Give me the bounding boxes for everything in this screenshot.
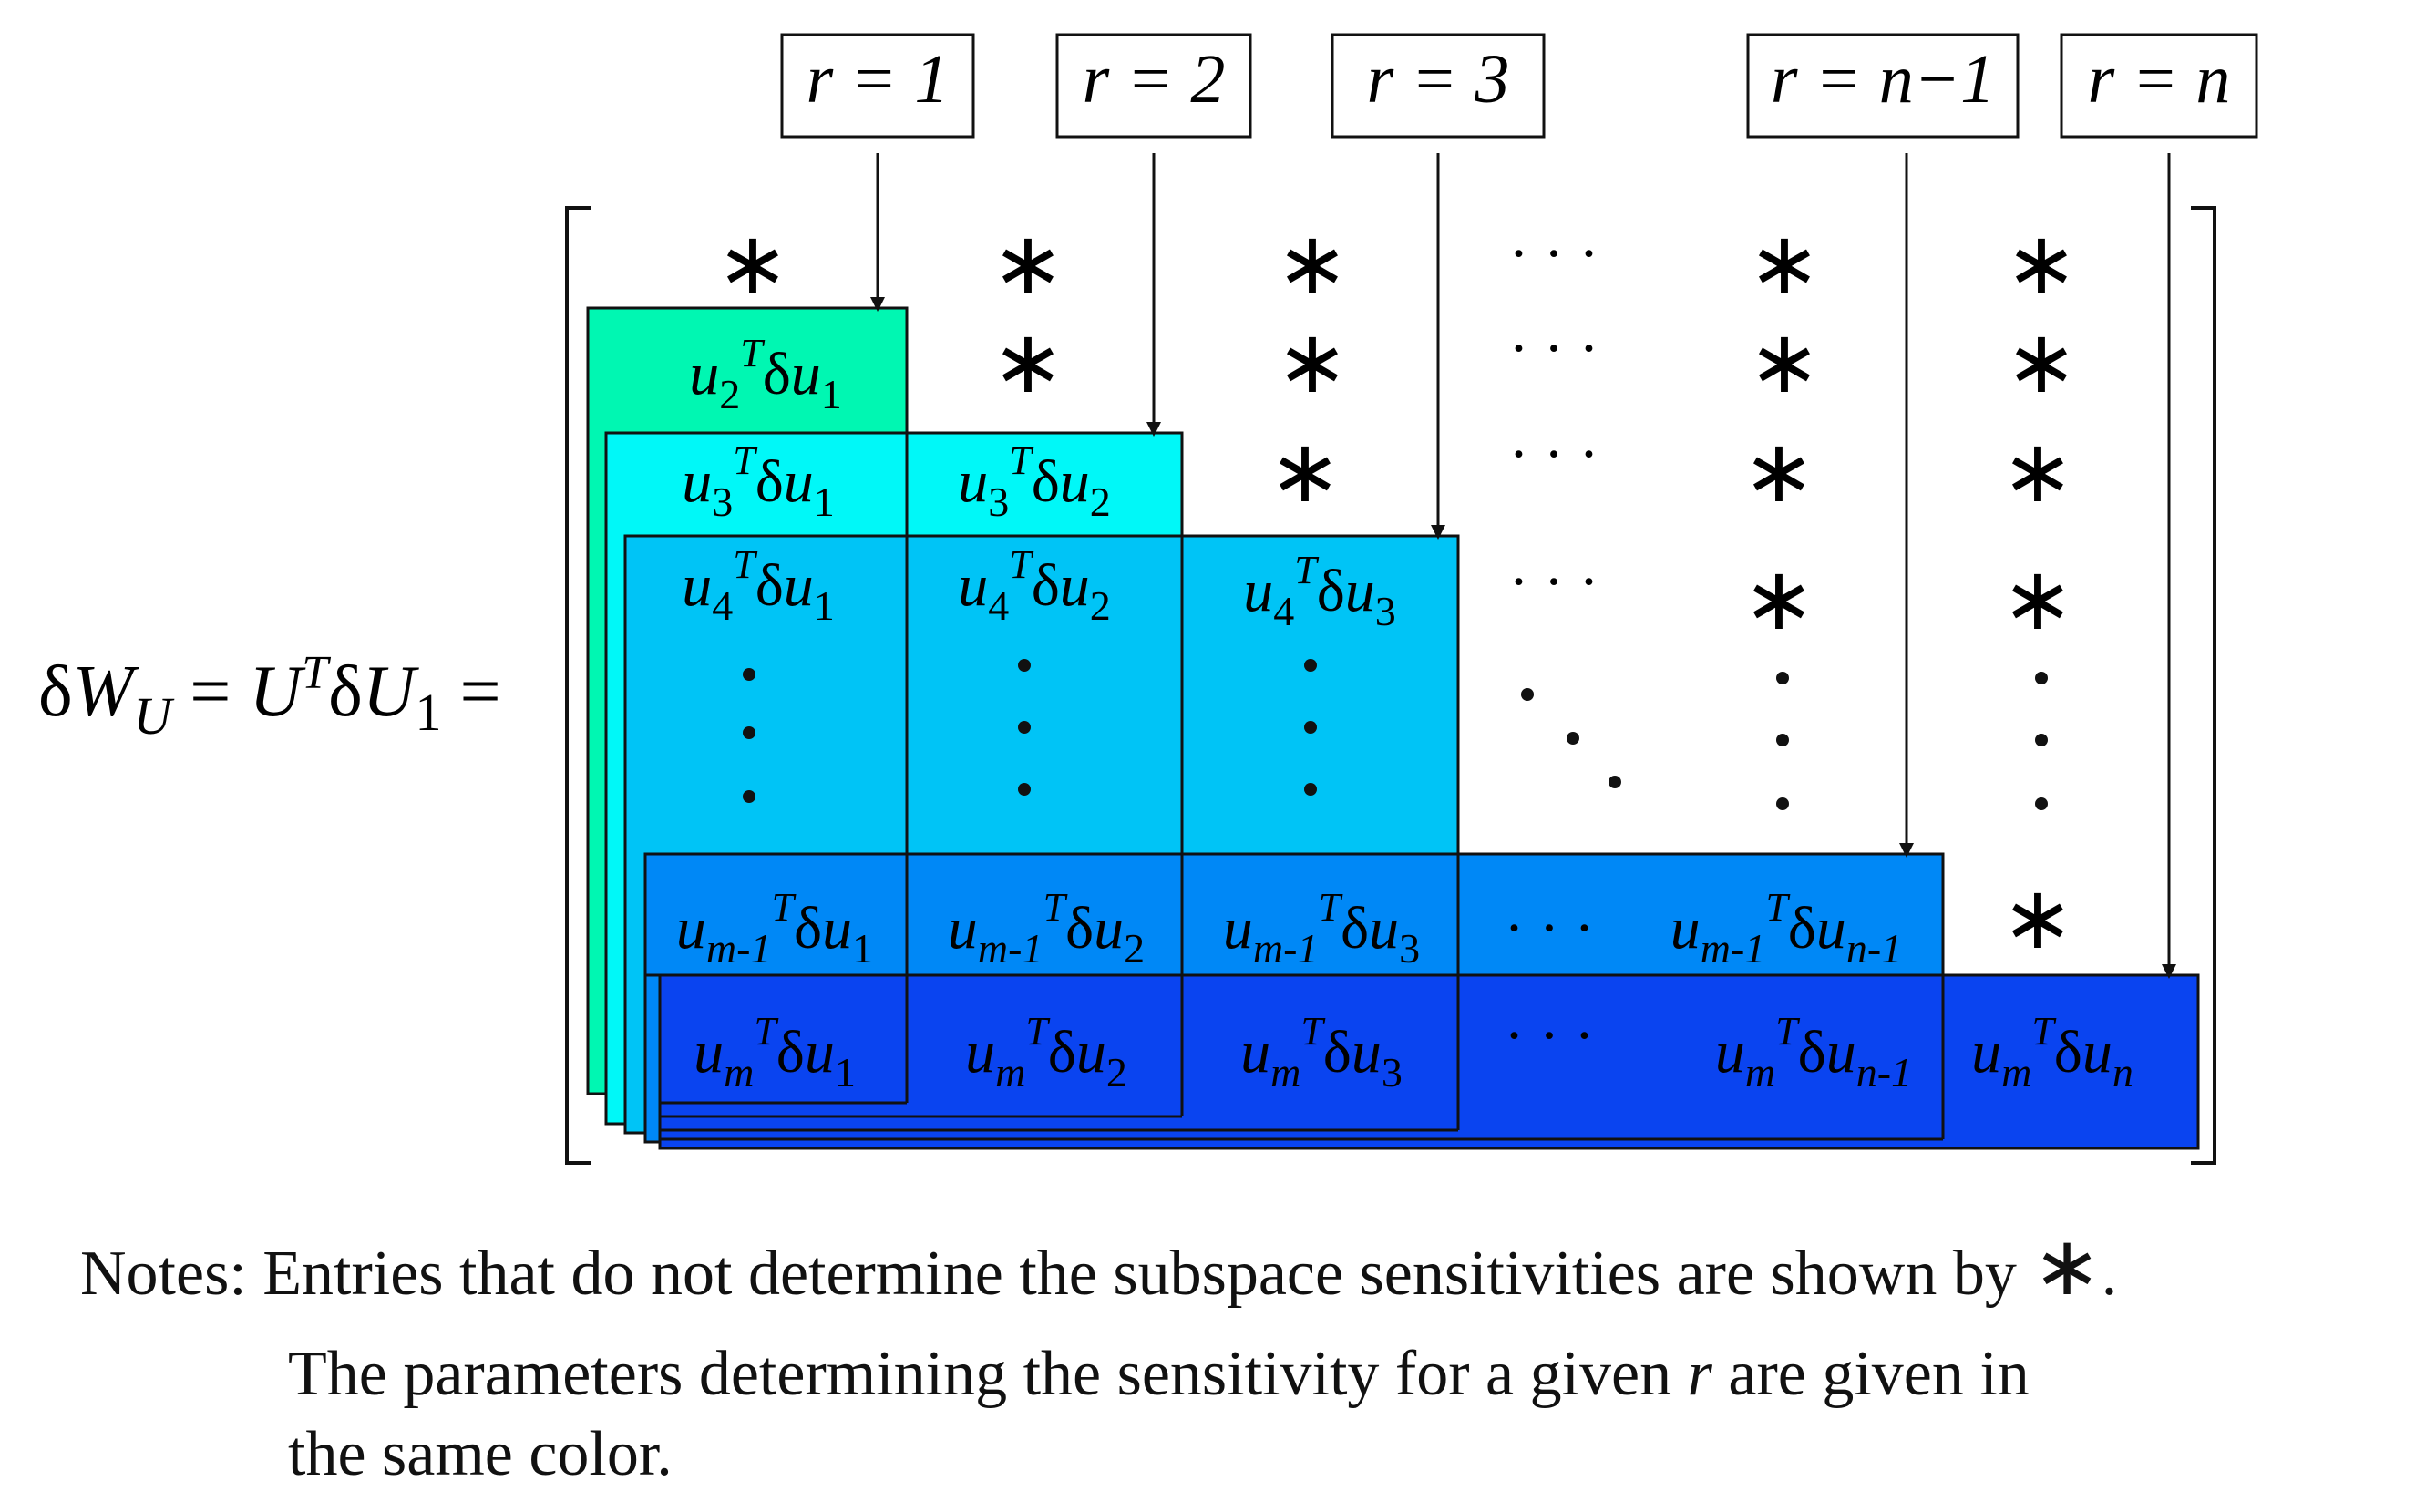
left-bracket bbox=[565, 206, 591, 1165]
header-box-rn bbox=[2060, 33, 2258, 139]
arrows bbox=[870, 153, 2176, 979]
notes: Notes: Entries that do not determine the… bbox=[80, 1222, 2117, 1489]
horizontal-ellipses: · · · · · · · · · · · · · · · · · · bbox=[1505, 221, 1599, 1069]
colored-layers bbox=[586, 306, 2200, 1150]
star-entry: ∗ bbox=[1276, 215, 1349, 313]
star-entry: ∗ bbox=[1269, 423, 1341, 520]
vertical-dots bbox=[743, 659, 2048, 810]
star-entry: ∗ bbox=[1748, 215, 1821, 313]
cell-um-u2: umTδu2 bbox=[965, 1009, 1127, 1095]
star-entry: ∗ bbox=[1748, 314, 1821, 411]
horizontal-ellipsis: · · · bbox=[1509, 315, 1599, 382]
star-entry: ∗ bbox=[2005, 215, 2078, 313]
star-entry: ∗ bbox=[992, 314, 1064, 411]
layer-outlines bbox=[645, 433, 1945, 1141]
header-box-rn1 bbox=[1746, 33, 2020, 139]
notes-line3: the same color. bbox=[288, 1419, 673, 1489]
cell-um-u3: umTδu3 bbox=[1240, 1009, 1403, 1095]
lhs-equation: δWU = UTδU1 = bbox=[38, 647, 501, 746]
horizontal-ellipsis: · · · bbox=[1509, 549, 1599, 615]
cell-u3-u2: u3Tδu2 bbox=[958, 438, 1111, 525]
header-label-rn1: r = n−1 bbox=[1771, 41, 1995, 118]
cell-um1-un1: um-1Tδun-1 bbox=[1670, 885, 1902, 972]
cell-u4-u3: u4Tδu3 bbox=[1243, 548, 1396, 634]
svg-text:The parameters determining the: The parameters determining the sensitivi… bbox=[288, 1339, 2030, 1409]
header-label-r2: r = 2 bbox=[1083, 41, 1226, 118]
cell-um-un: umTδun bbox=[1971, 1009, 2133, 1095]
header-label-rn: r = n bbox=[2088, 41, 2231, 118]
cell-um1-u3: um-1Tδu3 bbox=[1223, 885, 1420, 972]
horizontal-ellipsis: · · · bbox=[1505, 895, 1595, 962]
cell-um1-u2: um-1Tδu2 bbox=[948, 885, 1145, 972]
header-box-r2 bbox=[1055, 33, 1252, 139]
header-label-r1: r = 1 bbox=[807, 41, 950, 118]
star-entry: ∗ bbox=[1742, 423, 1815, 520]
star-entry: ∗ bbox=[716, 215, 789, 313]
horizontal-ellipsis: · · · bbox=[1509, 421, 1599, 488]
cell-um1-u1: um-1Tδu1 bbox=[676, 885, 873, 972]
cell-u4-u1: u4Tδu1 bbox=[682, 542, 835, 629]
right-bracket bbox=[2191, 206, 2216, 1165]
star-entry: ∗ bbox=[1276, 314, 1349, 411]
notes-star: ∗ bbox=[2032, 1222, 2101, 1312]
star-entry: ∗ bbox=[992, 215, 1064, 313]
star-entry: ∗ bbox=[2005, 314, 2078, 411]
star-entries: ∗ ∗ ∗ ∗ ∗ ∗ ∗ ∗ ∗ ∗ ∗ ∗ ∗ ∗ ∗ bbox=[716, 215, 2078, 967]
star-entry: ∗ bbox=[2001, 423, 2074, 520]
header-labels: r = 1 r = 2 r = 3 r = n−1 r = n bbox=[780, 33, 2258, 139]
header-box-r1 bbox=[780, 33, 975, 139]
cell-entries: u2Tδu1 u3Tδu1 u3Tδu2 u4Tδu1 u4Tδu2 u4Tδu… bbox=[676, 331, 2133, 1095]
header-label-r3: r = 3 bbox=[1367, 41, 1510, 118]
cell-um-u1: umTδu1 bbox=[694, 1009, 856, 1095]
layer-rn bbox=[658, 973, 2200, 1150]
star-entry: ∗ bbox=[1742, 550, 1815, 648]
cell-u2-u1: u2Tδu1 bbox=[689, 331, 842, 417]
notes-line2: The parameters determining the sensitivi… bbox=[288, 1339, 1688, 1409]
star-entry: ∗ bbox=[2001, 550, 2074, 648]
star-entry: ∗ bbox=[2001, 869, 2074, 967]
notes-line1: Notes: Entries that do not determine the… bbox=[80, 1239, 2032, 1309]
header-box-r3 bbox=[1331, 33, 1546, 139]
horizontal-ellipsis: · · · bbox=[1505, 1003, 1595, 1069]
horizontal-ellipsis: · · · bbox=[1509, 221, 1599, 287]
cell-u4-u2: u4Tδu2 bbox=[958, 542, 1111, 629]
svg-text:δWU = UTδU1 =: δWU = UTδU1 = bbox=[38, 647, 501, 746]
cell-um-un1: umTδun-1 bbox=[1715, 1009, 1912, 1095]
svg-text:Notes: Entries that do not det: Notes: Entries that do not determine the… bbox=[80, 1222, 2117, 1312]
cell-u3-u1: u3Tδu1 bbox=[682, 438, 835, 525]
